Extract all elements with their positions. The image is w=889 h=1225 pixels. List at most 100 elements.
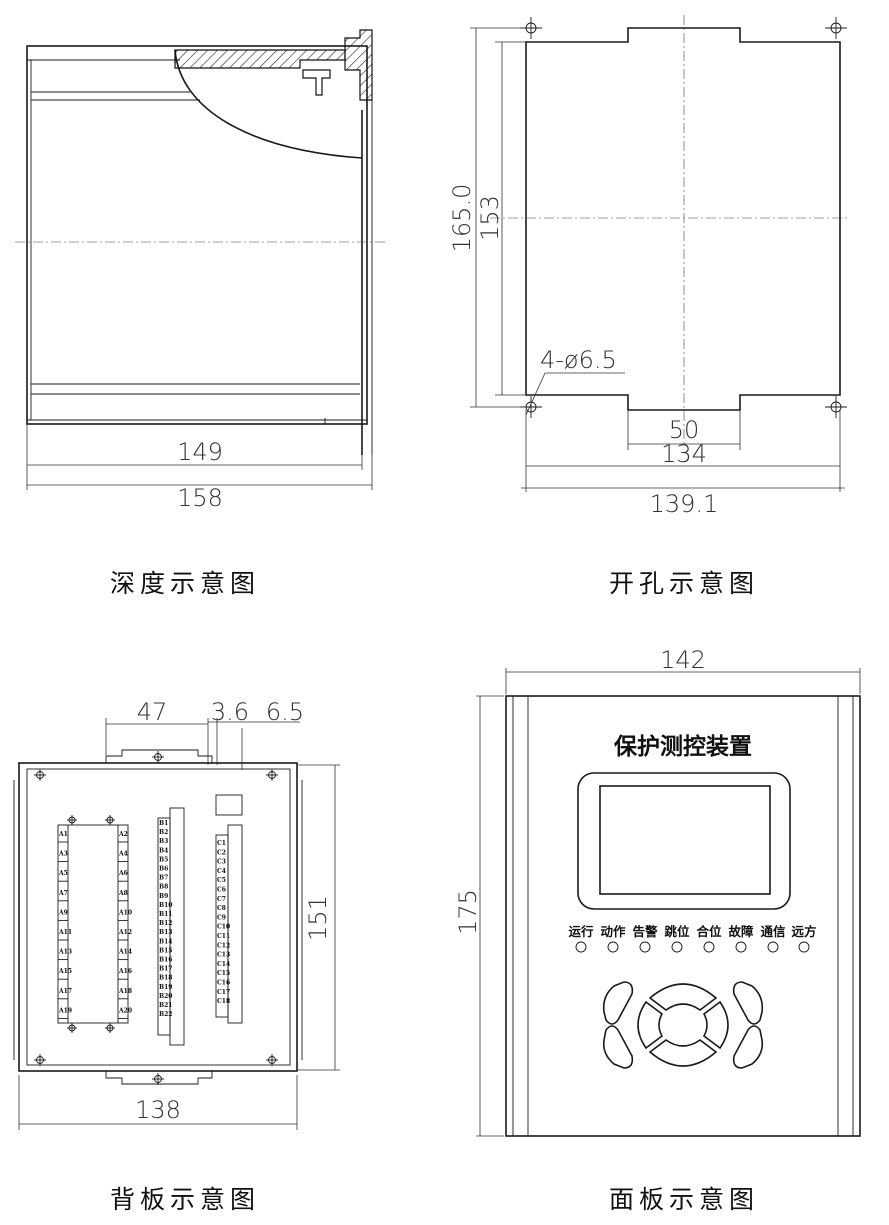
terminal-label: B3: [159, 838, 168, 845]
terminal-label: A20: [118, 1007, 132, 1014]
terminal-label: C15: [217, 970, 230, 977]
terminal-label: A13: [58, 949, 72, 956]
terminal-label: B1: [159, 820, 168, 827]
terminal-label: A18: [118, 988, 132, 995]
cutout-view: 165.0 153 4-ø6.5 50 134 139.1 开孔示意图: [448, 15, 850, 598]
terminal-label: C4: [217, 868, 226, 875]
terminal-label: B22: [159, 1011, 172, 1018]
terminal-label: C3: [217, 859, 226, 866]
terminal-label: A4: [118, 851, 128, 858]
terminal-label: B6: [159, 866, 168, 873]
terminal-label: B14: [159, 938, 172, 945]
key-right-top[interactable]: [732, 981, 764, 1025]
terminal-label: B19: [159, 984, 172, 991]
led-indicator: [735, 941, 747, 953]
terminal-label: B4: [159, 847, 168, 854]
led-indicator: [639, 941, 651, 953]
terminal-label: A7: [58, 890, 68, 897]
terminal-label: B10: [159, 902, 172, 909]
terminal-label: A6: [118, 870, 128, 877]
terminal-label: C11: [217, 933, 230, 940]
front-caption: 面板示意图: [609, 1185, 759, 1214]
terminal-label: B11: [159, 911, 172, 918]
depth-body-outline: [26, 45, 368, 425]
terminal-label: A19: [58, 1007, 72, 1014]
cutout-dim-width-inner: 134: [661, 440, 707, 468]
terminal-label: B12: [159, 920, 172, 927]
led-label: 告警: [632, 924, 658, 939]
terminal-label: C7: [217, 896, 226, 903]
terminal-label: C16: [217, 980, 230, 987]
keypad: [602, 981, 764, 1069]
key-left[interactable]: [637, 1000, 664, 1050]
back-dim-6-5: 6.5: [266, 698, 304, 726]
depth-hatched-flange: [174, 49, 346, 69]
depth-caption: 深度示意图: [110, 569, 260, 598]
led-label: 运行: [568, 924, 594, 939]
key-right[interactable]: [702, 1000, 729, 1050]
key-left-top[interactable]: [602, 981, 634, 1025]
terminal-label: C13: [217, 952, 230, 959]
terminal-label: B17: [159, 966, 172, 973]
terminal-label: B8: [159, 884, 168, 891]
cutout-dim-height-outer: 165.0: [448, 184, 476, 253]
terminal-label: C1: [217, 840, 226, 847]
front-dim-width: 142: [660, 646, 706, 674]
terminal-label: C2: [217, 849, 226, 856]
terminal-label: A9: [58, 909, 68, 916]
terminal-label: A5: [58, 870, 68, 877]
back-caption: 背板示意图: [110, 1185, 260, 1214]
terminal-label: C9: [217, 914, 226, 921]
terminal-label: C8: [217, 905, 226, 912]
terminal-label: C18: [217, 998, 230, 1005]
back-dim-3-6: 3.6: [211, 698, 249, 726]
depth-view: 149 158 深度示意图: [15, 29, 385, 598]
terminal-label: A8: [118, 890, 128, 897]
depth-dim-outer: 158: [177, 484, 223, 512]
terminal-label: B21: [159, 1002, 172, 1009]
terminal-b-labels: B1B2B3B4B5B6B7B8B9B10B11B12B13B14B15B16B…: [159, 820, 172, 1018]
led-label: 故障: [728, 924, 754, 939]
terminal-label: A10: [118, 909, 132, 916]
front-dim-height: 175: [454, 889, 482, 935]
terminal-label: C17: [217, 989, 230, 996]
depth-dim-inner: 149: [177, 438, 223, 466]
terminal-label: A17: [58, 988, 72, 995]
terminal-label: A11: [58, 929, 72, 936]
terminal-label: B5: [159, 856, 168, 863]
back-panel-inner: [26, 768, 291, 1066]
terminal-label: B20: [159, 993, 172, 1000]
front-panel-outline: [505, 695, 861, 1137]
key-left-bottom[interactable]: [602, 1025, 634, 1069]
key-right-bottom[interactable]: [732, 1025, 764, 1069]
terminal-c-labels: C1C2C3C4C5C6C7C8C9C10C11C12C13C14C15C16C…: [217, 840, 230, 1005]
key-down[interactable]: [648, 1039, 718, 1067]
back-screw-holes: [34, 751, 278, 1085]
terminal-label: A16: [118, 968, 132, 975]
led-label: 跳位: [664, 924, 690, 939]
led-indicator: [671, 941, 683, 953]
lcd-bezel: [577, 772, 791, 910]
led-row: 运行动作告警跳位合位故障通信远方: [568, 924, 817, 953]
led-indicator: [575, 941, 587, 953]
cutout-dim-notch: 50: [669, 416, 700, 444]
back-dim-height: 151: [304, 895, 332, 941]
terminal-label: C12: [217, 942, 230, 949]
terminal-label: A1: [58, 831, 68, 838]
key-up[interactable]: [648, 983, 718, 1011]
terminal-label: C14: [217, 961, 230, 968]
terminal-label: C6: [217, 887, 226, 894]
terminal-block-a: [57, 824, 129, 1024]
terminal-label: B13: [159, 929, 172, 936]
terminal-label: A15: [58, 968, 72, 975]
lcd-screen: [599, 785, 771, 895]
terminal-label: A3: [58, 851, 68, 858]
led-label: 动作: [600, 924, 626, 939]
front-view: 保护测控装置 运行动作告警跳位合位故障通信远方 142 175 面板示意图: [454, 646, 861, 1214]
cutout-outline: [525, 27, 841, 411]
back-label-box: [215, 794, 243, 816]
